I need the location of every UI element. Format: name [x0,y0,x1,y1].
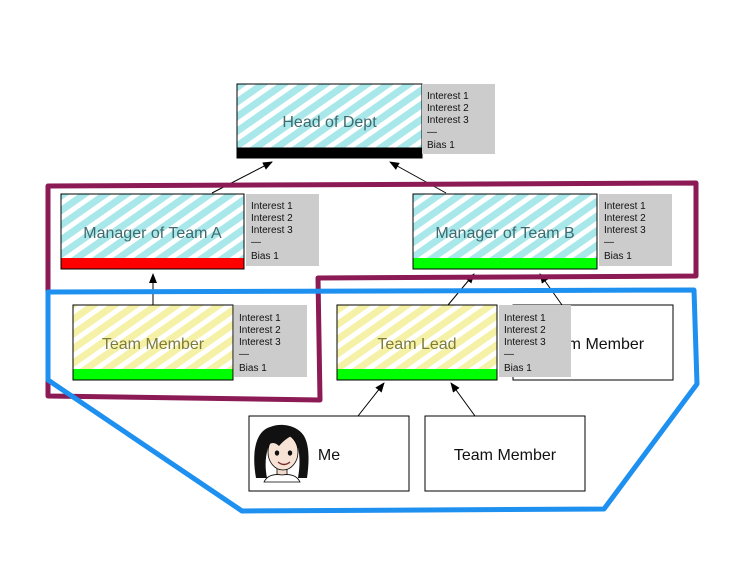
node-team-lead[interactable]: Team Lead Interest 1 Interest 2 Interest… [336,304,571,381]
svg-text:Interest 1: Interest 1 [251,201,293,212]
node-label: Team Member [454,447,557,464]
svg-text:—: — [239,349,249,360]
node-label: Manager of Team B [435,225,574,242]
arrow-manager-b-to-head [389,161,447,194]
svg-text:—: — [504,349,514,360]
svg-text:Bias 1: Bias 1 [604,251,632,262]
node-me[interactable]: Me [248,415,410,492]
status-bar-green [413,258,597,269]
node-label: Head of Dept [282,114,377,131]
svg-text:Bias 1: Bias 1 [427,140,455,151]
status-bar-green [337,369,497,380]
status-bar-green [73,369,233,380]
svg-text:Interest 2: Interest 2 [604,213,646,224]
group-outline-blue [45,287,700,514]
node-team-member-a[interactable]: Team Member Interest 1 Interest 2 Intere… [72,304,307,381]
svg-text:Interest 2: Interest 2 [239,325,281,336]
node-label: Team Lead [377,336,456,353]
svg-text:Bias 1: Bias 1 [251,251,279,262]
svg-text:Interest 3: Interest 3 [251,225,293,236]
svg-text:Interest 2: Interest 2 [427,103,469,114]
node-manager-team-a[interactable]: Manager of Team A Interest 1 Interest 2 … [60,193,319,270]
info-panel: Interest 1 Interest 2 Interest 3 — Bias … [499,305,571,377]
group-outline-maroon [45,180,699,403]
status-bar-red [61,258,244,269]
info-panel: Interest 1 Interest 2 Interest 3 — Bias … [246,194,319,266]
status-bar-black [237,148,422,158]
svg-text:Interest 3: Interest 3 [427,115,469,126]
svg-text:Interest 1: Interest 1 [504,313,546,324]
arrow-me-to-team-lead [357,382,385,417]
node-head-of-dept[interactable]: Head of Dept Interest 1 Interest 2 Inter… [236,83,495,159]
node-label: Team Member [102,336,205,353]
svg-text:—: — [427,127,437,138]
svg-text:Interest 1: Interest 1 [239,313,281,324]
node-team-member-bottom[interactable]: Team Member [424,415,586,492]
svg-text:Interest 2: Interest 2 [251,213,293,224]
arrow-manager-a-to-head [211,161,273,194]
svg-text:Interest 1: Interest 1 [604,201,646,212]
svg-text:—: — [251,237,261,248]
svg-text:Interest 1: Interest 1 [427,91,469,102]
info-panel: Interest 1 Interest 2 Interest 3 — Bias … [422,84,495,154]
node-label: Me [318,447,340,464]
svg-text:Bias 1: Bias 1 [239,363,267,374]
svg-text:Bias 1: Bias 1 [504,363,532,374]
woman-avatar-icon [254,424,309,483]
svg-text:—: — [604,237,614,248]
svg-text:Interest 2: Interest 2 [504,325,546,336]
node-manager-team-b[interactable]: Manager of Team B Interest 1 Interest 2 … [412,193,672,270]
info-panel: Interest 1 Interest 2 Interest 3 — Bias … [599,194,672,266]
node-label: Manager of Team A [83,225,222,242]
svg-text:Interest 3: Interest 3 [504,337,546,348]
info-panel: Interest 1 Interest 2 Interest 3 — Bias … [234,305,307,377]
arrow-member-bottom-to-team-lead [450,382,476,417]
svg-text:Interest 3: Interest 3 [604,225,646,236]
svg-text:Interest 3: Interest 3 [239,337,281,348]
